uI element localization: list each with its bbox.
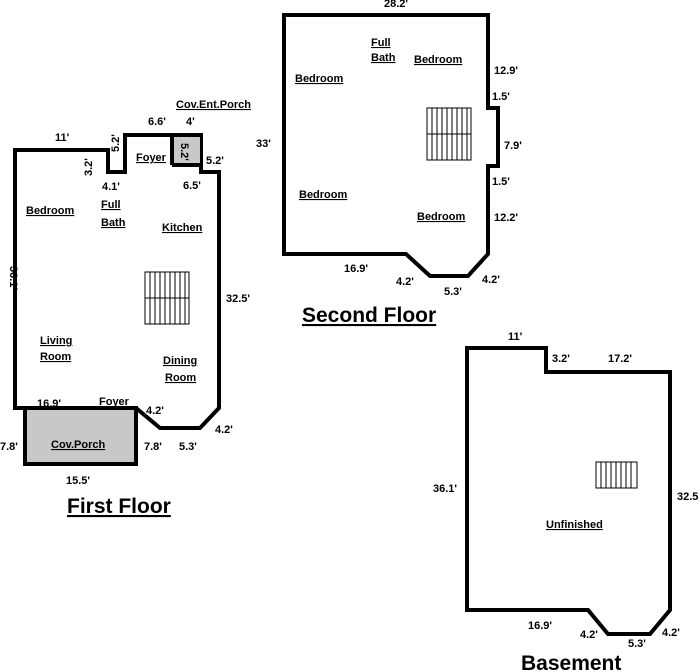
room-bedroom: Bedroom: [26, 205, 75, 217]
dim-6-5: 6.5': [183, 180, 201, 192]
room-full-bath-2: Bath: [101, 217, 126, 229]
dim-4-2-b: 4.2': [215, 424, 233, 436]
room-dining-2: Room: [165, 372, 196, 384]
basement-stairs: [595, 461, 638, 489]
second-floor-outline: [282, 13, 500, 278]
room-unfinished: Unfinished: [546, 519, 603, 531]
room-living-1: Living: [40, 335, 72, 347]
dim-12-2: 12.2': [494, 212, 518, 224]
dim-3-2: 3.2': [83, 158, 95, 176]
room-bedroom-bl: Bedroom: [299, 189, 348, 201]
cov-ent-porch: [174, 137, 200, 165]
room-living-2: Room: [40, 351, 71, 363]
dim-5-3: 5.3': [444, 286, 462, 298]
dim-4: 4': [186, 116, 195, 128]
room-cov-porch: Cov.Porch: [51, 439, 105, 451]
dim-15-5: 15.5': [66, 475, 90, 487]
dim-17-2: 17.2': [608, 353, 632, 365]
room-foyer-bottom: Foyer: [99, 396, 130, 408]
dim-32-5: 32.5': [226, 293, 250, 305]
room-full-2: Bath: [371, 52, 396, 64]
dim-36-1: 36.1': [7, 266, 19, 290]
dim-16-9: 16.9': [528, 620, 552, 632]
cov-porch: [23, 406, 138, 466]
second-floor-stairs: [426, 107, 472, 161]
room-dining-1: Dining: [163, 355, 197, 367]
dim-32-5: 32.5: [677, 491, 698, 503]
dim-5-2-a: 5.2': [110, 134, 122, 152]
dim-4-2-b: 4.2': [662, 627, 680, 639]
dim-5-2-c: 5.2': [206, 155, 224, 167]
dim-33: 33': [256, 138, 271, 150]
dim-3-2: 3.2': [552, 353, 570, 365]
basement-outline: [465, 346, 672, 636]
dim-7-8-a: 7.8': [0, 441, 18, 453]
dim-1-5-a: 1.5': [492, 91, 510, 103]
room-full-1: Full: [371, 37, 391, 49]
first-floor-title: First Floor: [67, 495, 171, 518]
dim-36-1: 36.1': [433, 483, 457, 495]
dim-6-6: 6.6': [148, 116, 166, 128]
dim-28-2: 28.2': [384, 0, 408, 10]
second-floor-title: Second Floor: [302, 304, 436, 327]
dim-5-2-b: 5.2': [178, 143, 190, 161]
room-full-bath-1: Full: [101, 199, 121, 211]
dim-5-3: 5.3': [179, 441, 197, 453]
room-bedroom-tl: Bedroom: [295, 73, 344, 85]
room-foyer-top: Foyer: [136, 152, 167, 164]
dim-4-2-a: 4.2': [146, 405, 164, 417]
first-floor-stairs: [144, 271, 190, 325]
dim-12-9: 12.9': [494, 65, 518, 77]
dim-1-5-b: 1.5': [492, 176, 510, 188]
dim-4-1: 4.1': [102, 181, 120, 193]
dim-11: 11': [508, 331, 523, 343]
room-cov-ent-porch: Cov.Ent.Porch: [176, 99, 251, 111]
room-bedroom-br: Bedroom: [417, 211, 466, 223]
dim-4-2-a: 4.2': [396, 276, 414, 288]
first-floor-plan: Bedroom Full Bath Kitchen Living Room Di…: [0, 99, 251, 518]
basement-title: Basement: [521, 652, 621, 672]
room-kitchen: Kitchen: [162, 222, 203, 234]
dim-11: 11': [55, 132, 70, 144]
dim-7-9: 7.9': [504, 140, 522, 152]
dim-16-9: 16.9': [37, 398, 61, 410]
first-floor-outline: [13, 133, 221, 430]
dim-4-2-a: 4.2': [580, 629, 598, 641]
basement-plan: Unfinished 11' 3.2' 17.2' 36.1' 32.5 16.…: [433, 331, 698, 672]
second-floor-plan: Bedroom Full Bath Bedroom Bedroom Bedroo…: [256, 0, 522, 327]
dim-16-9: 16.9': [344, 263, 368, 275]
room-bedroom-tr: Bedroom: [414, 54, 463, 66]
dim-4-2-b: 4.2': [482, 274, 500, 286]
dim-5-3: 5.3': [628, 638, 646, 650]
dim-7-8-b: 7.8': [144, 441, 162, 453]
